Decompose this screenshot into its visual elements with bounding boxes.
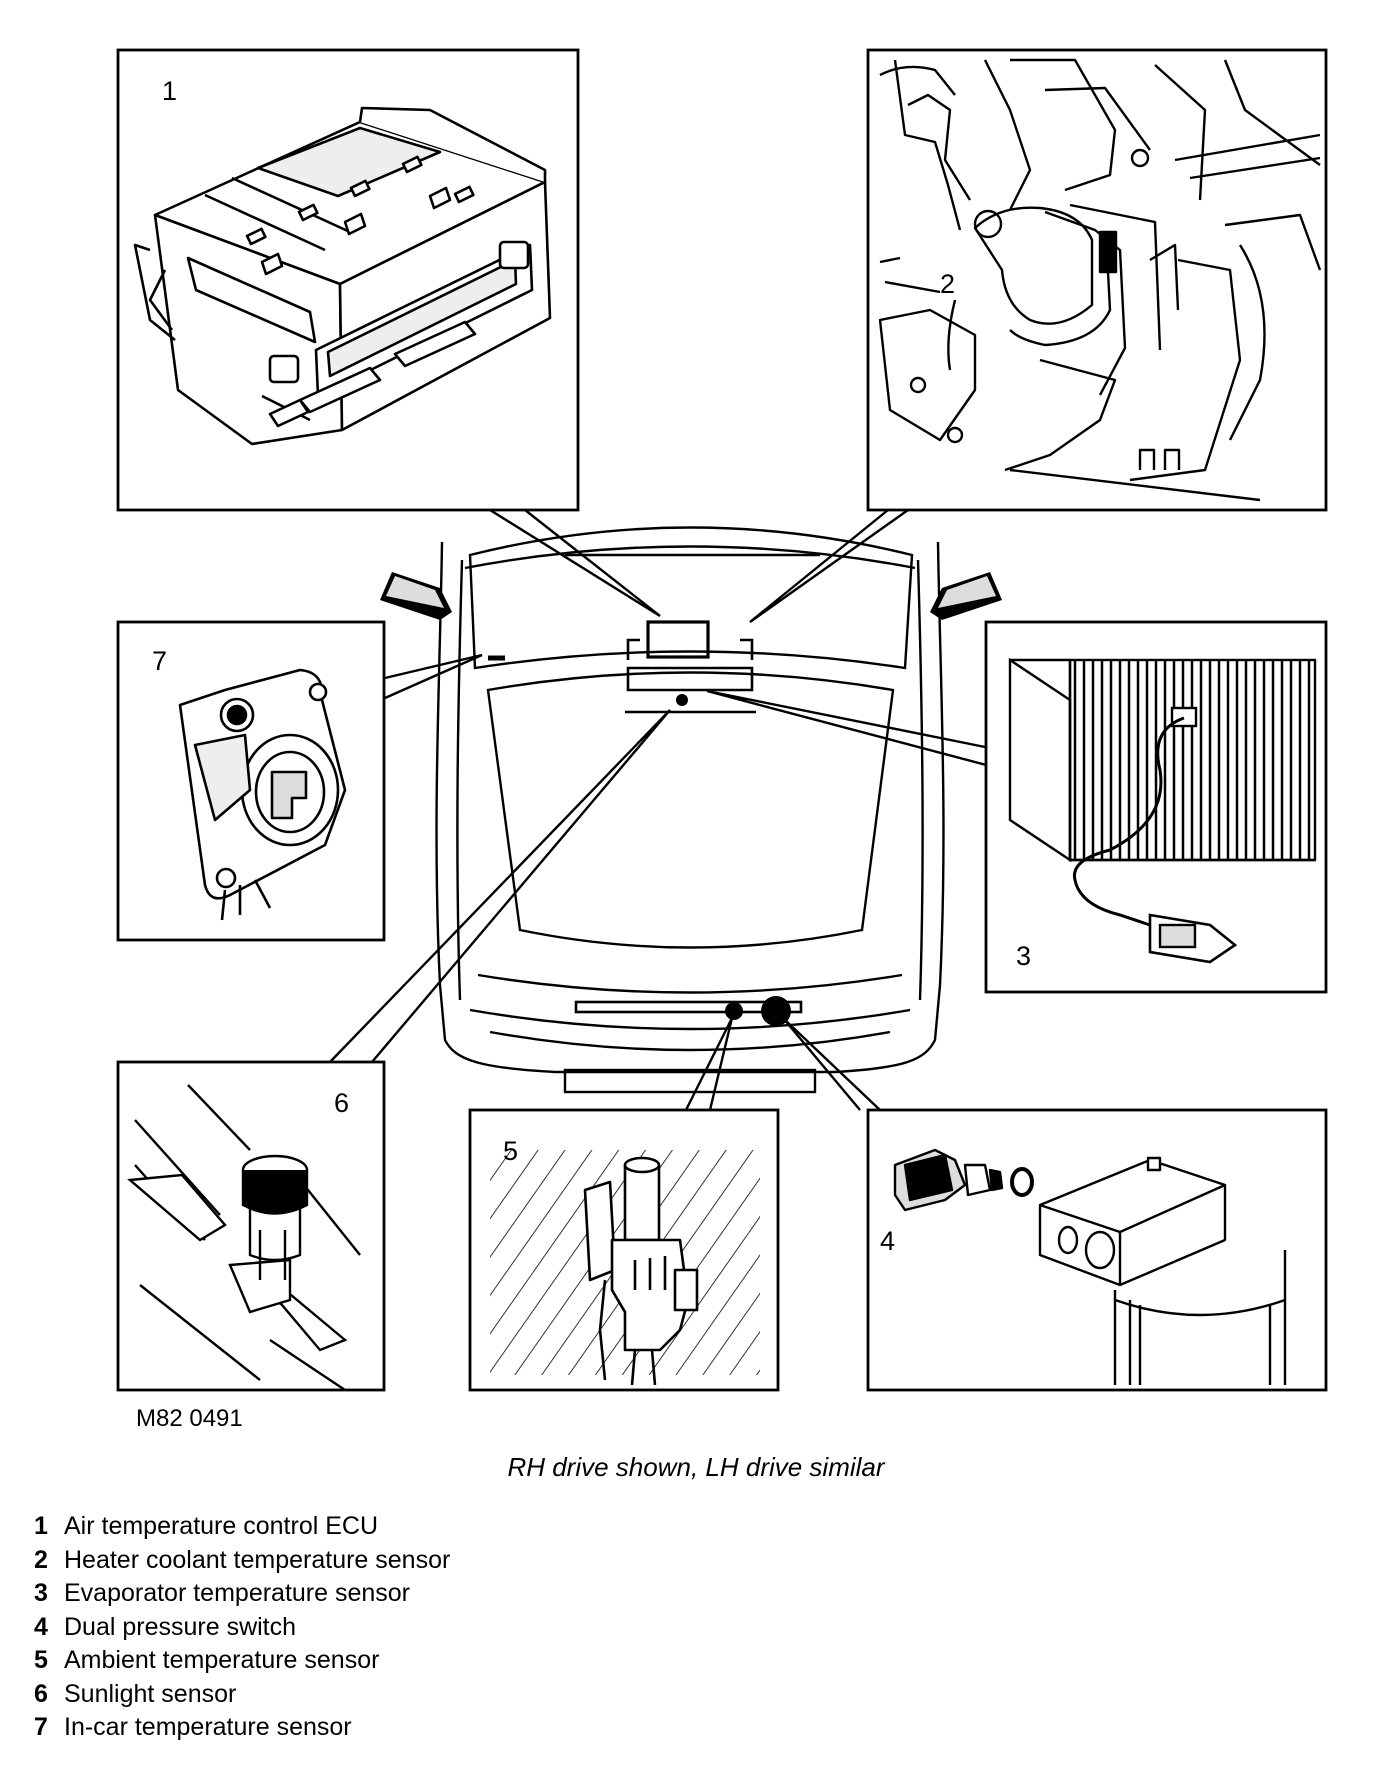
callout-7: 7 (152, 646, 167, 676)
panel-heater-coolant-sensor: 2 (866, 48, 1328, 512)
sunlight-sensor-illustration (127, 1084, 361, 1391)
heater-illustration (878, 58, 1322, 502)
ecu-illustration (133, 106, 552, 446)
component-location-diagram: 1 (116, 48, 1328, 1432)
callout-2: 2 (940, 269, 955, 299)
callout-1: 1 (162, 76, 177, 106)
panel-dual-pressure-switch: 4 (866, 1108, 1328, 1392)
evaporator-illustration (1008, 657, 1317, 964)
ambient-sensor-illustration (583, 1156, 699, 1386)
mirror-left (380, 572, 452, 620)
figure-id: M82 0491 (136, 1405, 243, 1432)
pressure-switch-illustration (893, 1148, 1287, 1385)
panel-ambient-sensor: 5 (468, 1108, 780, 1392)
panel-evaporator-sensor: 3 (984, 620, 1328, 994)
panel-sunlight-sensor: 6 (116, 1060, 386, 1392)
mirror-right (930, 572, 1002, 620)
callout-4: 4 (880, 1226, 895, 1256)
panel-in-car-sensor: 7 (116, 620, 386, 942)
dashboard-area (488, 620, 803, 1014)
ambient-sensor-location (725, 1002, 743, 1020)
panel-ecu: 1 (116, 48, 580, 512)
callout-3: 3 (1016, 941, 1031, 971)
callout-5: 5 (503, 1136, 518, 1166)
vehicle-outline (435, 526, 945, 1094)
leader-lines (329, 508, 991, 1111)
sunlight-sensor-location (676, 694, 688, 706)
in-car-sensor-illustration (178, 668, 347, 921)
callout-6: 6 (334, 1088, 349, 1118)
figure-caption: RH drive shown, LH drive similar (507, 1452, 885, 1482)
